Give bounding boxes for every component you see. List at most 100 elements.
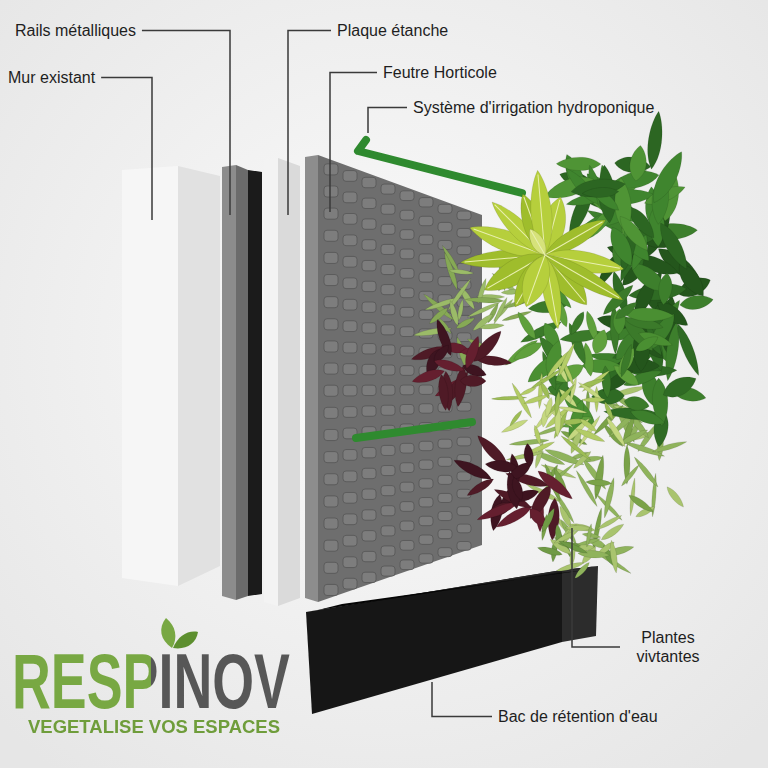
leaf-blade: [565, 525, 591, 531]
felt-pocket: [324, 452, 338, 463]
felt-pocket: [381, 526, 395, 536]
felt-pocket: [381, 385, 395, 395]
leader-line: [288, 31, 331, 216]
leaf-blade: [589, 327, 611, 356]
felt-pocket: [362, 510, 376, 520]
felt-pocket: [419, 198, 433, 207]
felt-pocket: [419, 273, 433, 282]
leaf: [608, 540, 619, 574]
leaf-blade: [437, 374, 451, 411]
leaf-blade: [554, 391, 562, 417]
leaf-blade: [510, 476, 526, 502]
felt-pocket: [362, 240, 376, 250]
leaf-blade: [525, 226, 551, 258]
felt-pocket: [362, 344, 376, 354]
felt-face: [318, 155, 482, 602]
felt-pocket: [438, 512, 452, 521]
leaf: [596, 513, 623, 531]
leaf-blade: [578, 417, 598, 434]
felt-pocket: [362, 177, 376, 187]
felt-pocket: [400, 191, 414, 201]
felt-pocket: [400, 288, 414, 298]
leaf-blade: [411, 366, 446, 386]
leaf: [585, 523, 593, 547]
leaf: [613, 299, 639, 322]
felt-pocket: [324, 319, 338, 330]
leaf-blade: [535, 467, 576, 503]
felt-pocket: [381, 285, 395, 295]
leaf-blade: [673, 259, 709, 301]
leaf: [673, 259, 709, 301]
tray-opening: [318, 570, 586, 610]
felt-pocket: [324, 562, 338, 573]
leaf-blade: [623, 394, 651, 412]
leaf-blade: [539, 507, 557, 534]
leaf: [556, 560, 585, 573]
leaf: [632, 455, 660, 488]
leaf: [620, 464, 641, 488]
felt-pocket: [419, 216, 433, 225]
felt-pocket: [343, 471, 357, 482]
leaf: [556, 157, 601, 171]
felt-pocket: [381, 224, 395, 234]
rail-side: [236, 165, 248, 600]
felt-pocket: [324, 540, 338, 551]
felt-pocket: [400, 502, 414, 512]
leaf: [433, 357, 466, 375]
felt-pocket: [362, 406, 376, 416]
leaf: [535, 467, 576, 503]
leaf: [568, 310, 588, 337]
felt-pocket: [400, 366, 414, 376]
logo-text: RESPINOV: [12, 642, 290, 720]
felt-pocket: [362, 531, 376, 541]
felt-pocket: [400, 560, 414, 570]
felt-pocket: [324, 186, 338, 197]
leaf: [541, 248, 627, 308]
part-label: Plaque étanche: [337, 21, 448, 40]
felt-pocket: [343, 171, 357, 182]
felt-pocket: [381, 566, 395, 576]
leaf-blade: [615, 212, 653, 254]
leaf-blade: [592, 455, 606, 500]
leaf: [448, 300, 461, 327]
felt-pocket: [362, 198, 376, 208]
leaf-blade: [556, 157, 601, 171]
felt-pocket: [343, 450, 357, 461]
leaf: [627, 492, 655, 514]
leaf-blade: [645, 110, 666, 170]
felt-pocket: [324, 407, 338, 418]
plate-face: [264, 158, 278, 606]
leaf-blade: [533, 425, 543, 446]
felt-pocket: [343, 385, 357, 396]
leaf: [582, 187, 619, 199]
felt-pocket: [343, 192, 357, 203]
leaf: [460, 375, 486, 387]
felt-pocket: [343, 214, 357, 225]
felt-pocket: [362, 468, 376, 478]
felt-pocket: [381, 506, 395, 516]
felt-pocket: [343, 557, 357, 568]
felt-pocket: [324, 363, 338, 374]
leaf-blade: [558, 539, 588, 556]
felt-pocket: [419, 441, 433, 450]
felt-pocket: [343, 535, 357, 546]
felt-pocket: [381, 365, 395, 375]
leaf: [514, 310, 538, 342]
felt-pocket: [324, 252, 338, 263]
leaf-blade: [578, 377, 606, 390]
felt-pocket: [419, 479, 433, 488]
felt-pocket: [438, 530, 452, 539]
felt-pocket: [324, 230, 338, 241]
rail-face: [222, 165, 236, 600]
leaf-blade: [544, 397, 554, 418]
leaf: [471, 312, 495, 333]
felt-pocket: [362, 551, 376, 561]
leaf: [449, 268, 474, 275]
leaf: [570, 176, 627, 200]
felt-pocket: [381, 264, 395, 274]
leaf-blade: [664, 485, 686, 509]
leaf: [623, 394, 651, 412]
leaf: [615, 212, 653, 254]
leaf-blade: [448, 300, 461, 327]
leaf-blade: [585, 523, 593, 547]
